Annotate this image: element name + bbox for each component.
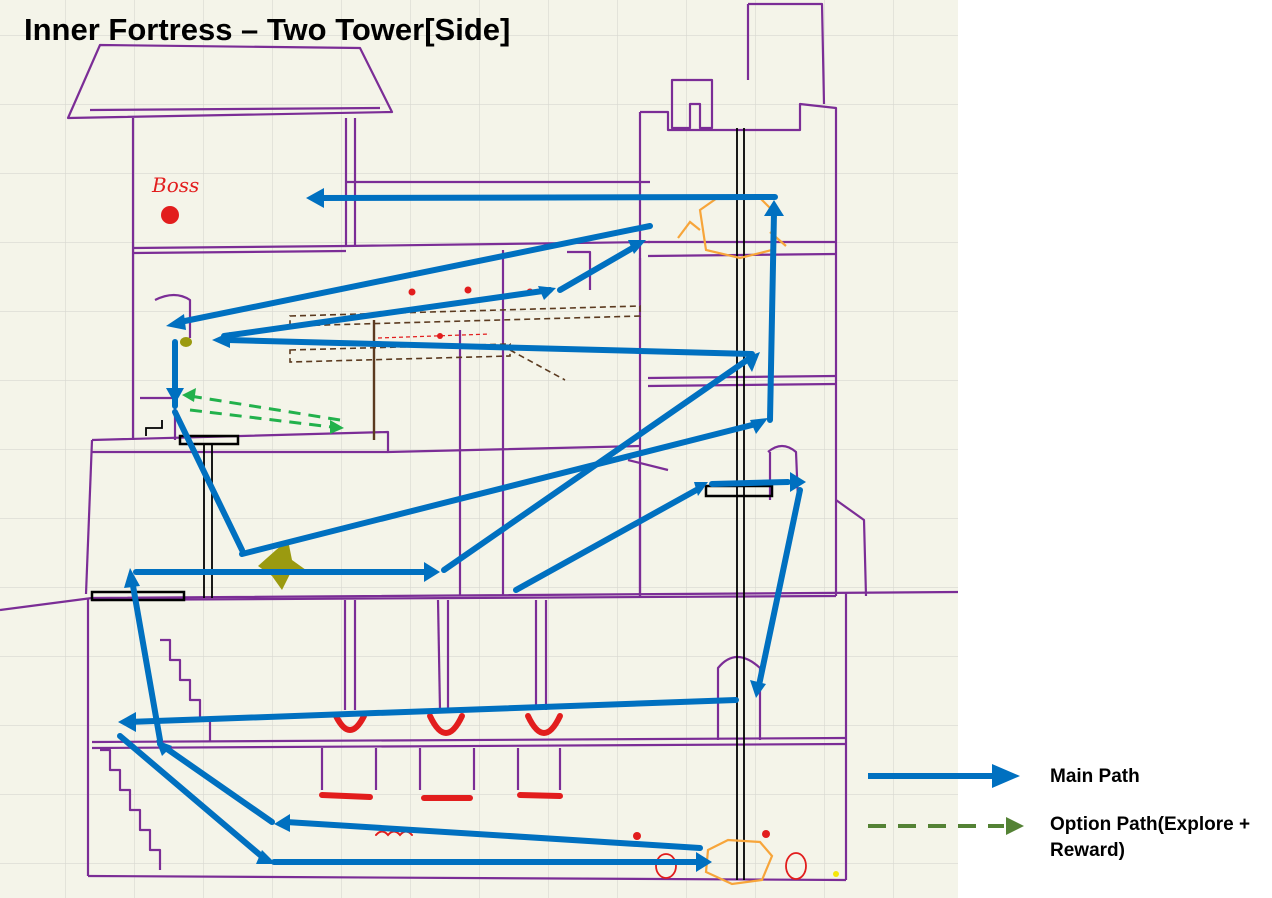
olive-markers [180, 337, 306, 590]
wood-platforms [289, 305, 641, 381]
page-title: Inner Fortress – Two Tower[Side] [24, 12, 511, 47]
boss-marker-icon: Boss [151, 173, 199, 224]
fortress-sketch: Boss [0, 0, 958, 898]
fortress-walls [0, 2, 958, 882]
main-path-legend-arrow [868, 764, 1020, 788]
pot-icon [655, 852, 807, 880]
option-path-legend-label: Option Path(Explore + Reward) [1050, 814, 1251, 861]
boss-label: Boss [151, 173, 199, 197]
main-path-arrowheads [118, 188, 806, 872]
option-path-legend-arrow [868, 817, 1024, 835]
main-path-legend-label: Main Path [1050, 766, 1140, 787]
legend: Main Path Option Path(Explore + Reward) [862, 752, 1268, 872]
main-path [117, 194, 803, 865]
option-path-sketch [189, 394, 341, 430]
